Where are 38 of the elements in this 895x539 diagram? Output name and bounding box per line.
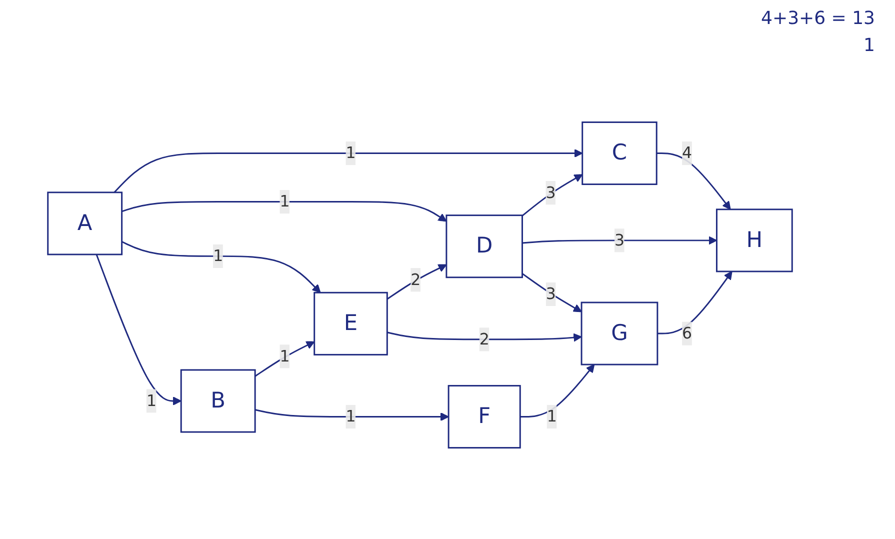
node-box: E (314, 292, 388, 356)
edge-label: 1 (280, 192, 290, 211)
arrow (657, 271, 732, 334)
arrow (520, 364, 595, 418)
arrow (386, 332, 582, 342)
edge-label: 1 (146, 391, 156, 410)
edge-label: 3 (614, 230, 624, 250)
arrow (522, 174, 583, 216)
arrow (386, 264, 447, 300)
node-box: B (180, 369, 256, 433)
edge-label: 2 (479, 330, 490, 348)
node-box: F (448, 384, 521, 449)
arrow (114, 148, 583, 193)
edge-label: 1 (346, 143, 356, 162)
edge-label: 2 (410, 270, 421, 289)
edge-label: 1 (546, 406, 557, 426)
edge-label: 3 (546, 284, 556, 304)
arrow (254, 341, 315, 377)
edge-label: 1 (213, 246, 224, 266)
node-box: G (580, 302, 658, 366)
note-text: 1 (864, 35, 875, 56)
edge-label: 4 (682, 143, 692, 162)
node-box: A (47, 192, 123, 256)
arrow (122, 201, 447, 222)
node-box: D (446, 214, 523, 278)
node-box: C (582, 121, 658, 186)
arrow (522, 272, 582, 312)
arrow (656, 152, 731, 210)
edge-label: 1 (346, 406, 356, 426)
arrow (122, 240, 321, 294)
edge-label: 3 (546, 182, 556, 202)
note-text: 4+3+6 = 13 (761, 8, 875, 29)
node-box: H (716, 208, 793, 272)
edge-label: 6 (682, 324, 692, 342)
arrow (254, 409, 449, 422)
arrow (522, 236, 718, 245)
arrow (96, 254, 182, 406)
edge-label: 1 (280, 346, 290, 366)
